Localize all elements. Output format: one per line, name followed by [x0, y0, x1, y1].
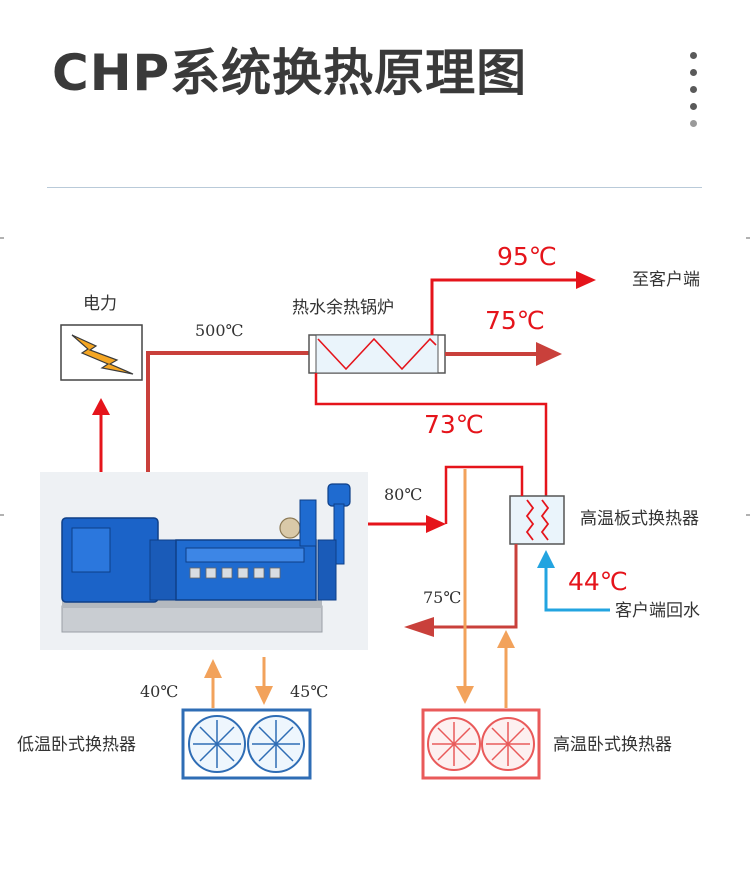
jacket-temp-80: 80℃ — [384, 485, 422, 504]
lightning-bolt-icon — [60, 324, 143, 381]
page-title: CHP系统换热原理图 — [52, 44, 528, 102]
boiler-box — [308, 334, 446, 374]
plate-hx-label: 高温板式换热器 — [580, 509, 699, 529]
ht-loop-return — [432, 544, 518, 629]
fan-icon — [193, 720, 241, 768]
boiler-label: 热水余热锅炉 — [292, 298, 394, 318]
exhaust-temp-label: 500℃ — [195, 321, 243, 340]
low-temp-radiator — [181, 708, 312, 780]
power-label: 电力 — [83, 294, 117, 314]
high-temp-radiator-label: 高温卧式换热器 — [553, 735, 672, 755]
boiler-inlet-pipe — [314, 373, 548, 496]
low-in-temp-40: 40℃ — [140, 682, 178, 701]
mid-temp-75: 75℃ — [485, 306, 545, 335]
low-out-temp-45: 45℃ — [290, 682, 328, 701]
ht-loop-supply — [444, 465, 524, 524]
supply-temp-95: 95℃ — [497, 242, 557, 271]
supply-pipe-95 — [430, 278, 578, 335]
high-temp-radiator — [421, 708, 541, 780]
title-divider — [47, 187, 702, 188]
fan-icon — [432, 722, 476, 766]
return-temp-44: 44℃ — [568, 567, 628, 596]
exhaust-pipe — [146, 351, 309, 480]
vertical-dots-icon[interactable] — [690, 52, 700, 137]
boiler-in-temp-73: 73℃ — [424, 410, 484, 439]
fan-icon — [486, 722, 530, 766]
corner-ticks — [0, 237, 750, 516]
customer-return-label: 客户端回水 — [615, 601, 700, 621]
generator-engine-icon — [40, 472, 368, 650]
low-temp-radiator-label: 低温卧式换热器 — [17, 735, 136, 755]
to-customer-label: 至客户端 — [632, 270, 700, 290]
customer-return-pipe — [544, 566, 610, 612]
fan-icon — [252, 720, 300, 768]
plate-heat-exchanger — [509, 495, 565, 545]
return-temp-75: 75℃ — [423, 588, 461, 607]
